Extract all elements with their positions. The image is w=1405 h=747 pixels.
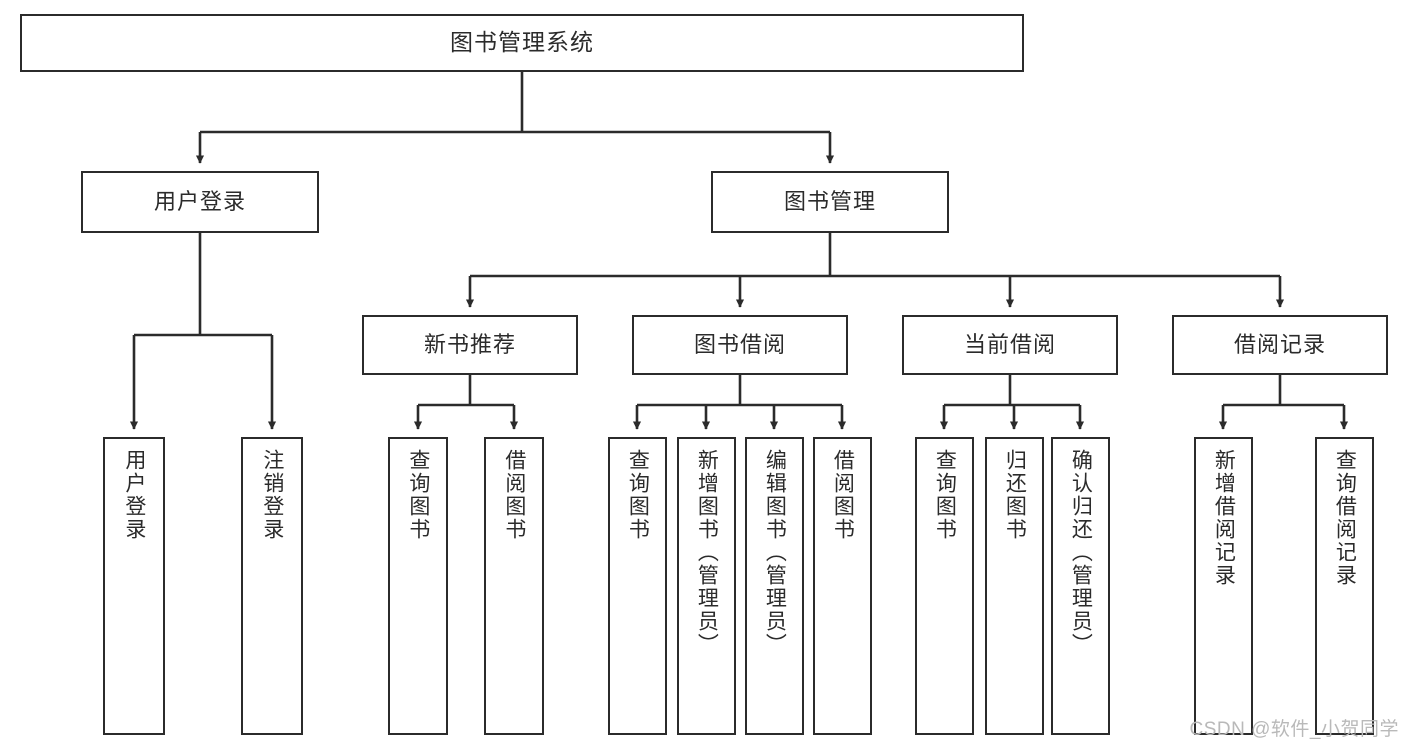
- node-leaf-borrow-book-new[interactable]: 借阅图书: [484, 437, 544, 735]
- node-leaf-user-logout[interactable]: 注销登录: [241, 437, 303, 735]
- leaf-label: 新增图书（管理员）: [695, 449, 719, 656]
- node-leaf-user-login[interactable]: 用户登录: [103, 437, 165, 735]
- leaf-label: 借阅图书: [831, 449, 855, 541]
- node-leaf-confirm-return[interactable]: 确认归还（管理员）: [1051, 437, 1110, 735]
- node-new-book-recommend-label: 新书推荐: [423, 331, 516, 357]
- node-leaf-return-book[interactable]: 归还图书: [985, 437, 1044, 735]
- node-book-borrow[interactable]: 图书借阅: [632, 315, 848, 375]
- node-leaf-add-borrow-record[interactable]: 新增借阅记录: [1194, 437, 1253, 735]
- leaf-label: 查询图书: [406, 449, 430, 541]
- node-borrow-record-label: 借阅记录: [1233, 331, 1326, 357]
- leaf-label: 归还图书: [1003, 449, 1027, 541]
- leaf-label: 借阅图书: [502, 449, 526, 541]
- leaf-label: 查询图书: [626, 449, 650, 541]
- node-book-management[interactable]: 图书管理: [711, 171, 949, 233]
- node-leaf-query-book-current[interactable]: 查询图书: [915, 437, 974, 735]
- node-new-book-recommend[interactable]: 新书推荐: [362, 315, 578, 375]
- leaf-label: 新增借阅记录: [1212, 449, 1236, 587]
- node-root-label: 图书管理系统: [450, 29, 594, 56]
- leaf-label: 确认归还（管理员）: [1069, 449, 1093, 656]
- leaf-label: 用户登录: [122, 449, 146, 541]
- node-leaf-query-book-borrow[interactable]: 查询图书: [608, 437, 667, 735]
- node-leaf-add-book[interactable]: 新增图书（管理员）: [677, 437, 736, 735]
- node-borrow-record[interactable]: 借阅记录: [1172, 315, 1388, 375]
- leaf-label: 查询图书: [933, 449, 957, 541]
- node-user-login[interactable]: 用户登录: [81, 171, 319, 233]
- node-user-login-label: 用户登录: [153, 188, 246, 214]
- node-current-borrow-label: 当前借阅: [963, 331, 1056, 357]
- node-leaf-borrow-book[interactable]: 借阅图书: [813, 437, 872, 735]
- watermark: CSDN @软件_小贺同学: [1189, 719, 1399, 740]
- node-leaf-query-book-new[interactable]: 查询图书: [388, 437, 448, 735]
- leaf-label: 查询借阅记录: [1333, 449, 1357, 587]
- node-leaf-query-borrow-record[interactable]: 查询借阅记录: [1315, 437, 1374, 735]
- leaf-label: 编辑图书（管理员）: [763, 449, 787, 656]
- node-root-system[interactable]: 图书管理系统: [20, 14, 1024, 72]
- node-book-borrow-label: 图书借阅: [693, 331, 786, 357]
- node-book-management-label: 图书管理: [783, 188, 876, 214]
- node-leaf-edit-book[interactable]: 编辑图书（管理员）: [745, 437, 804, 735]
- leaf-label: 注销登录: [260, 449, 284, 541]
- node-current-borrow[interactable]: 当前借阅: [902, 315, 1118, 375]
